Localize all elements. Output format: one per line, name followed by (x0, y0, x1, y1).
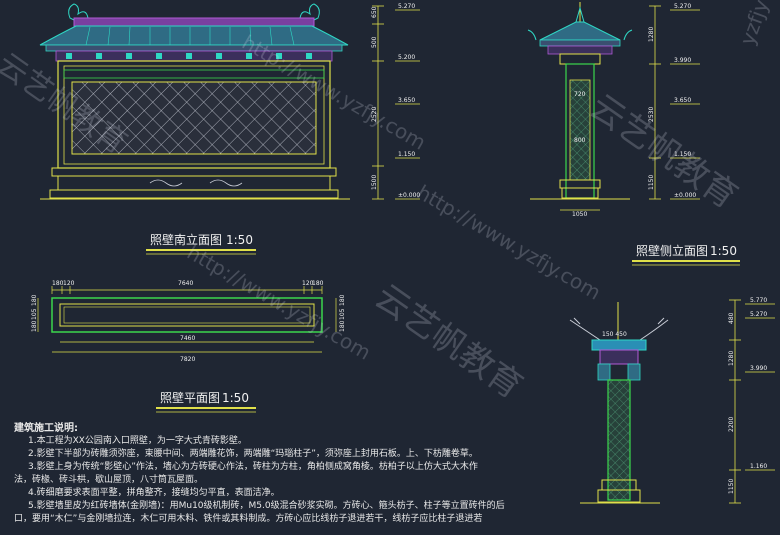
south-dimension-lines (372, 5, 420, 200)
south-dim-3: 2520 (371, 107, 378, 122)
section-level-4: 1.160 (750, 463, 767, 470)
south-dim-2: 500 (371, 36, 378, 48)
plan-title: 照壁平面图 (160, 390, 220, 405)
plan-dim-top-3: 7640 (178, 280, 193, 287)
south-elevation-scale: 1:50 (226, 233, 253, 247)
side-level-5: ±0.000 (674, 192, 696, 199)
side-level-2: 3.990 (674, 57, 691, 64)
side-elevation-title: 照壁侧立面图 (636, 243, 708, 258)
south-level-3: 3.650 (398, 97, 415, 104)
notes-line-3: 3.影壁上身为传统“影壁心”作法，墙心为方砖硬心作法，砖柱为方柱，角柏侧成窝角棱… (28, 462, 478, 472)
notes-line-1: 1.本工程为XX公园南入口照壁，为一字大式青砖影壁。 (28, 436, 247, 446)
side-dim-right-1: 1280 (648, 27, 655, 42)
south-dim-4: 1500 (371, 175, 378, 190)
south-level-2: 5.200 (398, 54, 415, 61)
notes-line-2: 2.影壁下半部为砖雕须弥座，束腰中间、两端雕花饰，两端雕“玛瑙柱子”，须弥座上封… (28, 449, 478, 459)
plan-dim-bottom-1: 7460 (180, 335, 195, 342)
plan-dim-top-4: 120 (302, 280, 314, 287)
south-level-1: 5.270 (398, 3, 415, 10)
plan-dim-bottom-2: 7820 (180, 356, 195, 363)
side-section (569, 302, 669, 504)
side-dim-right-2: 2530 (648, 107, 655, 122)
side-elevation-scale: 1:50 (710, 244, 737, 258)
section-level-2: 5.270 (750, 311, 767, 318)
south-level-5: ±0.000 (398, 192, 420, 199)
section-level-3: 3.990 (750, 365, 767, 372)
side-dim-left-3: 1050 (572, 211, 587, 218)
plan-view (37, 286, 337, 353)
section-dim-4: 1150 (728, 479, 735, 494)
side-dim-left-2: 800 (574, 137, 586, 144)
side-level-1: 5.270 (674, 3, 691, 10)
plan-dim-right-2: 105 (339, 308, 346, 320)
notes-line-5: 4.砖细磨要求表面平整，拼角整齐，接缝均匀平直，表面洁净。 (28, 488, 280, 498)
plan-dim-right-3: 180 (339, 320, 346, 332)
section-dimension-lines (729, 299, 775, 504)
section-dim-2: 1280 (728, 351, 735, 366)
notes-line-6: 5.影壁墙里皮为红砖墙体(金刚墙)：用Mu10级机制砖，M5.0级混合砂浆实砌。… (28, 501, 505, 511)
section-level-1: 5.770 (750, 297, 767, 304)
plan-dim-right-1: 180 (339, 294, 346, 306)
notes-heading: 建筑施工说明: (14, 423, 78, 434)
south-dim-1: 650 (371, 6, 378, 18)
side-dim-right-3: 1150 (648, 175, 655, 190)
notes-line-4: 法，砖椽、砖斗栱，歇山屋顶，八寸筒瓦屋面。 (14, 475, 204, 485)
dimension-texts: 650 500 2520 1500 5.270 5.200 3.650 1.15… (31, 3, 767, 494)
side-dim-left-1: 720 (574, 91, 586, 98)
plan-dim-left-1: 180 (31, 294, 38, 306)
section-dim-3: 2200 (728, 417, 735, 432)
drawing-titles: 照壁南立面图 1:50 照壁侧立面图 1:50 照壁平面图 1:50 (146, 232, 740, 413)
plan-dim-left-3: 180 (31, 320, 38, 332)
side-level-4: 1.150 (674, 151, 691, 158)
construction-notes: 建筑施工说明: 1.本工程为XX公园南入口照壁，为一字大式青砖影壁。 2.影壁下… (14, 422, 774, 526)
side-elevation (527, 2, 633, 200)
plan-dim-top-2: 120 (63, 280, 75, 287)
side-dimension-lines (560, 5, 700, 211)
plan-dim-left-2: 105 (31, 308, 38, 320)
south-elevation (39, 3, 350, 200)
south-level-4: 1.150 (398, 151, 415, 158)
section-dim-1: 480 (728, 312, 735, 324)
plan-dim-top-1: 180 (52, 280, 64, 287)
plan-scale: 1:50 (222, 391, 249, 405)
south-elevation-title: 照壁南立面图 (150, 232, 222, 247)
section-label: 150 450 (602, 331, 627, 338)
side-level-3: 3.650 (674, 97, 691, 104)
notes-line-7: 口，要用“木仁”与金刚墙拉连，木仁可用木料、铁件或其料制成。方砖心应比线枋子退进… (14, 514, 483, 524)
plan-dim-top-5: 180 (312, 280, 324, 287)
